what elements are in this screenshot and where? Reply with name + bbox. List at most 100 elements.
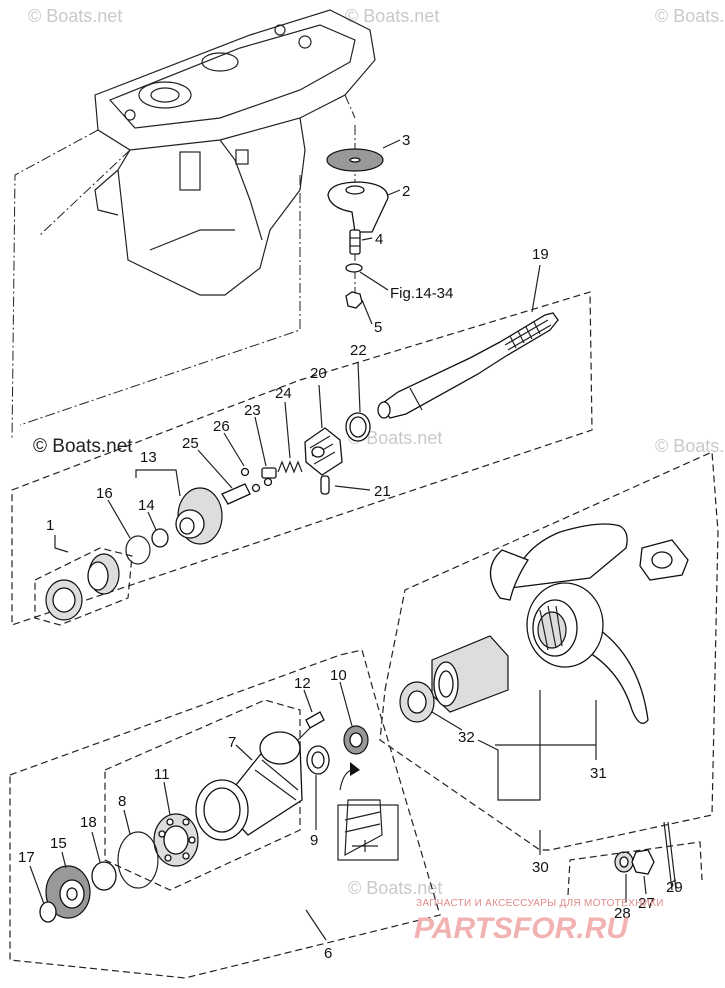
part-number-3: 3	[402, 132, 410, 149]
leader-line	[431, 711, 463, 731]
part-24-spring	[277, 460, 303, 474]
part-14-shim	[151, 528, 169, 548]
part-number-26: 26	[213, 418, 230, 435]
watermark: © Boats.net	[655, 436, 725, 456]
part-number-5: 5	[374, 319, 382, 336]
part-number-23: 23	[244, 402, 261, 419]
leader-line	[671, 879, 677, 883]
part-number-24: 24	[275, 385, 292, 402]
part-26-balls	[240, 467, 273, 493]
part-27-nut	[631, 849, 655, 875]
part-32-spacer-bushing	[431, 635, 509, 713]
carrier-group-boundary	[9, 649, 441, 979]
part-3-screen	[326, 148, 384, 172]
part-number-16: 16	[96, 485, 113, 502]
leader-bracket	[135, 469, 181, 497]
part-number-4: 4	[375, 231, 383, 248]
part-number-6: 6	[324, 945, 332, 962]
part-15-forward-gear	[45, 865, 91, 919]
leader-line	[361, 237, 373, 241]
part-number-15: 15	[50, 835, 67, 852]
part-number-28: 28	[614, 905, 631, 922]
part-number-9: 9	[310, 832, 318, 849]
part-1-taper-bearing	[45, 553, 120, 621]
leader-line	[163, 781, 171, 816]
part-7-bearing-housing	[195, 731, 303, 841]
lower-casing-illustration	[11, 9, 376, 441]
install-detail-callout	[337, 762, 399, 861]
part-number-27: 27	[638, 895, 655, 912]
part-spline-washer	[639, 539, 689, 581]
leader-line	[318, 384, 323, 429]
assembly-boundary	[11, 291, 593, 626]
leader-line	[303, 689, 313, 713]
leader-line	[223, 432, 245, 467]
part-18-shim	[91, 861, 117, 891]
part-8-o-ring	[117, 831, 159, 889]
part-21-pin	[320, 475, 330, 495]
leader-line	[359, 271, 389, 291]
leader-line	[334, 485, 371, 491]
leader-line	[91, 831, 101, 863]
part-number-29: 29	[666, 879, 683, 896]
part-2-shift-cam	[327, 181, 389, 233]
part-29-cotter-pin	[663, 821, 673, 891]
part-number-19: 19	[532, 246, 549, 263]
leader-line	[107, 499, 131, 539]
part-1-group-boundary	[34, 547, 133, 626]
leader-line	[305, 909, 327, 941]
part-28-washer	[614, 851, 634, 873]
banner-tagline: ЗАПЧАСТИ И АКСЕССУАРЫ ДЛЯ МОТОТЕХНИКИ	[416, 898, 664, 909]
part-washer-32	[399, 681, 435, 723]
part-number-30: 30	[532, 859, 549, 876]
part-22-clip	[345, 412, 371, 442]
figure-reference-link[interactable]: Fig.14-34	[390, 285, 453, 302]
leader-line	[54, 535, 69, 553]
part-19-propeller-shaft	[377, 312, 559, 419]
part-4-pin	[349, 229, 361, 255]
leader-line	[643, 875, 647, 895]
leader-line	[123, 809, 131, 835]
part-11-ball-bearing	[153, 813, 199, 867]
part-number-13: 13	[140, 449, 157, 466]
washer	[345, 263, 363, 273]
part-number-12: 12	[294, 675, 311, 692]
leader-bracket	[477, 690, 541, 801]
part-number-21: 21	[374, 483, 391, 500]
part-number-31: 31	[590, 765, 607, 782]
part-number-17: 17	[18, 849, 35, 866]
watermark: © Boats.net	[28, 6, 122, 26]
site-banner: ЗАПЧАСТИ И АКСЕССУАРЫ ДЛЯ МОТОТЕХНИКИ PA…	[414, 898, 664, 945]
carrier-subgroup-boundary	[104, 699, 301, 891]
part-number-10: 10	[330, 667, 347, 684]
part-13-reverse-gear	[175, 487, 223, 545]
banner-brand: PARTSFOR.RU	[414, 912, 629, 945]
leader-line	[387, 189, 401, 196]
leader-line	[284, 401, 291, 459]
part-number-32: 32	[458, 729, 475, 746]
part-number-20: 20	[310, 365, 327, 382]
watermark-dark: © Boats.net	[33, 436, 133, 457]
part-number-2: 2	[402, 183, 410, 200]
propeller-group-boundary	[379, 451, 719, 851]
watermark: © Boats.net	[348, 878, 442, 898]
part-number-25: 25	[182, 435, 199, 452]
part-number-8: 8	[118, 793, 126, 810]
leader-line	[147, 511, 157, 531]
part-number-11: 11	[154, 766, 170, 783]
part-17-shim	[39, 901, 57, 923]
part-number-18: 18	[80, 814, 97, 831]
watermark: © Boats.net	[655, 6, 725, 26]
part-25-shift-slider	[221, 483, 251, 505]
part-23-plunger	[261, 467, 277, 479]
leader-line	[235, 744, 253, 761]
leader-line	[197, 449, 233, 489]
part-number-22: 22	[350, 342, 367, 359]
leader-line	[382, 139, 401, 149]
part-31-propeller	[489, 523, 649, 724]
leader-line	[531, 264, 541, 313]
leader-line	[361, 299, 373, 325]
hardware-boundary	[567, 841, 703, 896]
